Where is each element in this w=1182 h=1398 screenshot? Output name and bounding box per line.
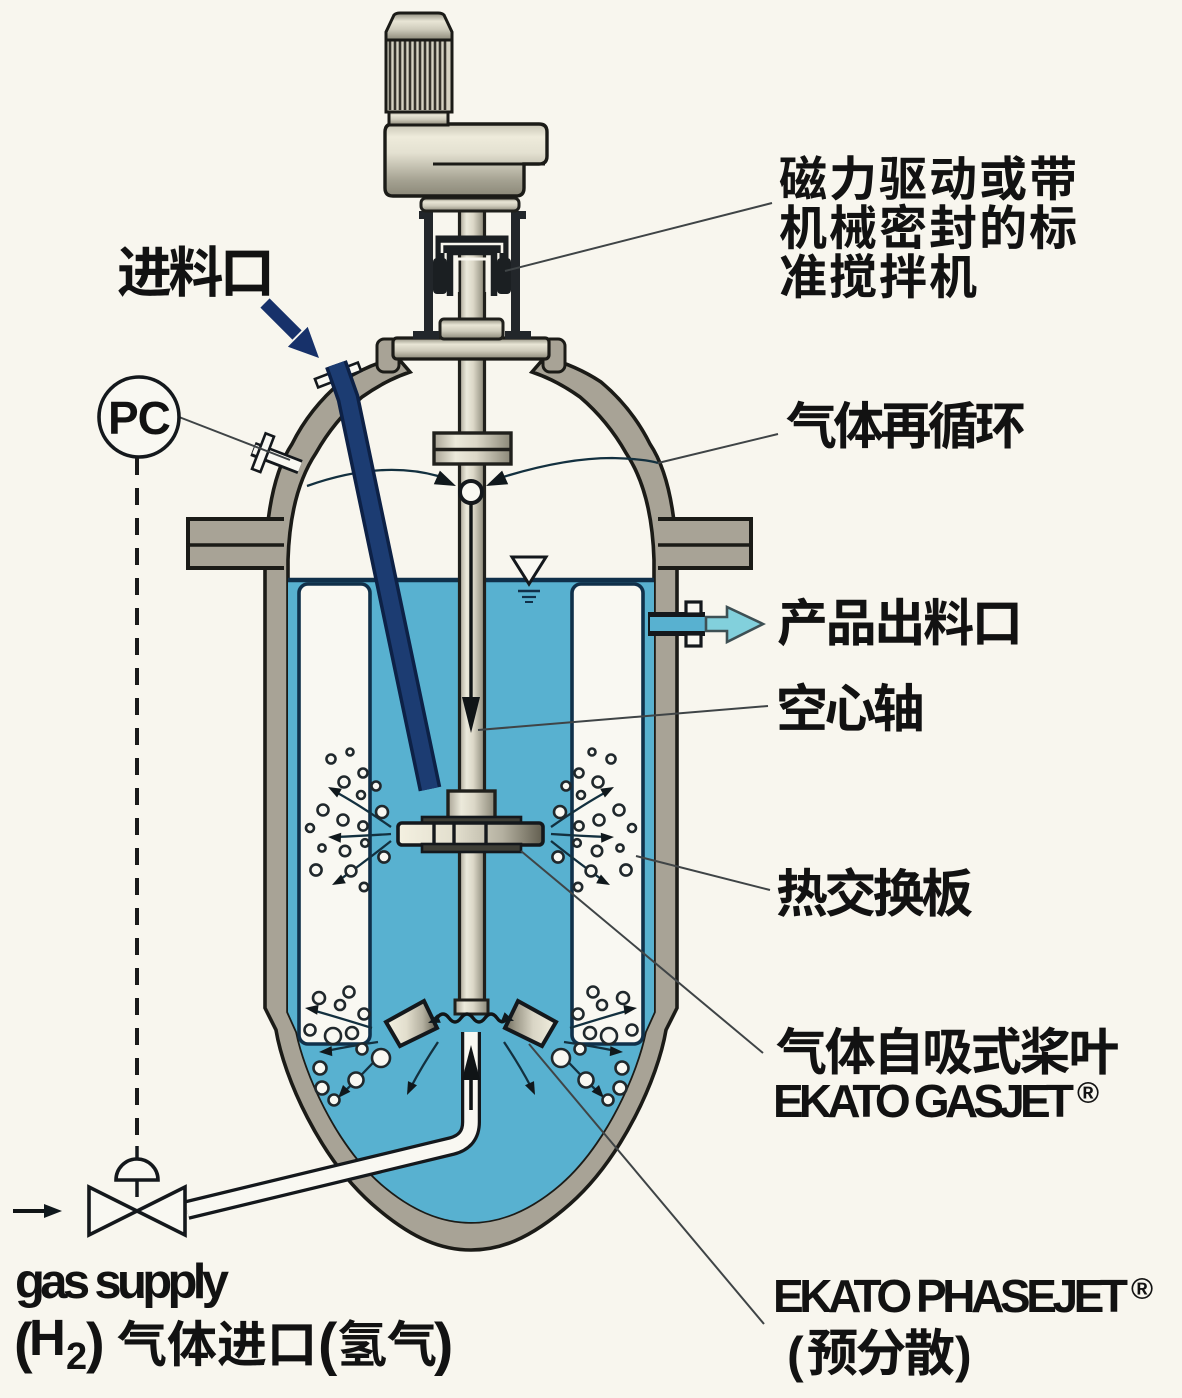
svg-text:®: ® <box>1077 1077 1099 1110</box>
svg-text:): ) <box>434 1312 453 1377</box>
svg-text:EKATO PHASEJET: EKATO PHASEJET <box>773 1270 1128 1322</box>
svg-text:H: H <box>29 1309 66 1366</box>
svg-text:PC: PC <box>108 392 170 444</box>
svg-text:): ) <box>955 1327 972 1383</box>
svg-text:(: ( <box>787 1327 804 1383</box>
svg-text:EKATO GASJET: EKATO GASJET <box>773 1075 1074 1127</box>
svg-text:(: ( <box>318 1312 338 1377</box>
svg-text:): ) <box>86 1311 105 1374</box>
svg-text:®: ® <box>1131 1273 1153 1306</box>
svg-text:2: 2 <box>66 1336 87 1378</box>
svg-text:(: ( <box>14 1311 33 1374</box>
svg-text:gas supply: gas supply <box>15 1255 229 1309</box>
